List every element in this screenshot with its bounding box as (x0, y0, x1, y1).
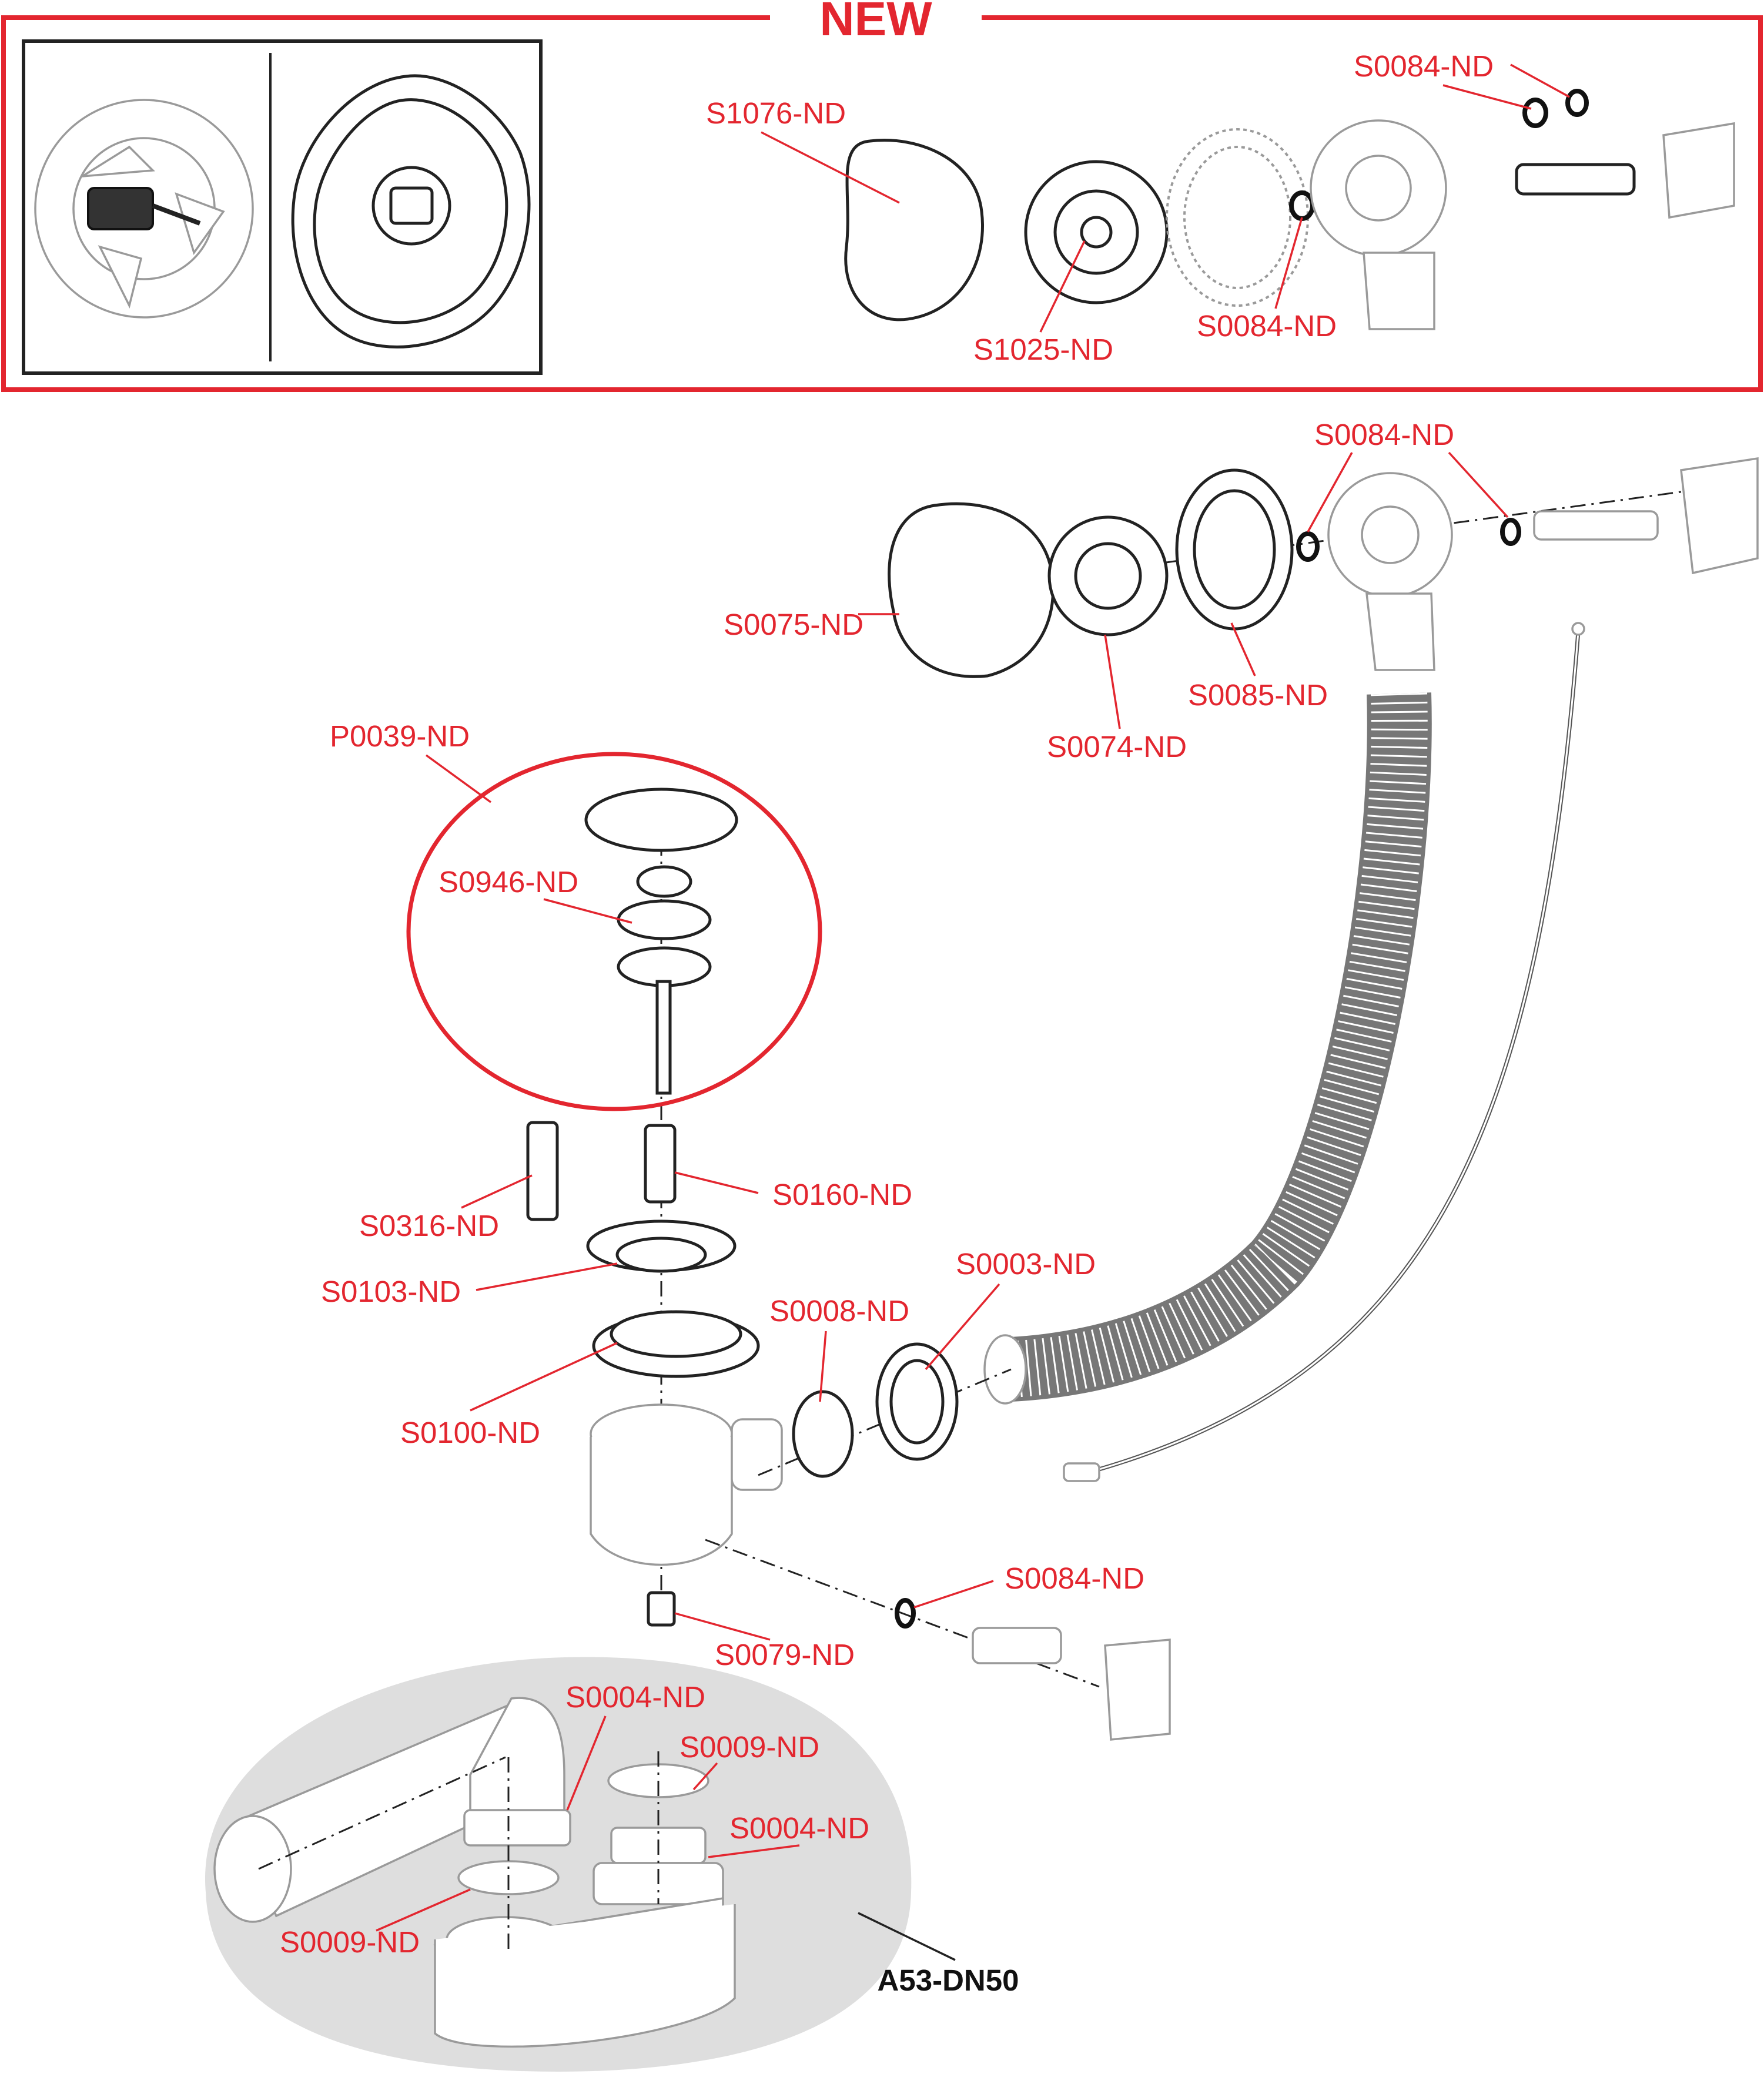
new-washer-s0084-top-b (1565, 89, 1589, 117)
label-s1076: S1076-ND (706, 96, 846, 130)
label-s0003: S0003-ND (956, 1247, 1096, 1281)
cover-cap-s0075 (888, 502, 1055, 678)
siphon-assembly: S0004-ND S0009-ND S0004-ND S0009-ND A53-… (205, 1657, 1019, 2072)
inset-grille-drawing (34, 99, 254, 319)
label-s0084-b: S0084-ND (1005, 1562, 1144, 1595)
label-s0009-b: S0009-ND (280, 1925, 420, 1959)
new-washer-s0084-top-a (1522, 98, 1548, 128)
label-s0075: S0075-ND (724, 608, 863, 641)
washer-s0084-c (895, 1598, 916, 1629)
label-s0004-b: S0004-ND (729, 1811, 869, 1845)
p0039-group-outline (406, 752, 822, 1111)
label-s0004-a: S0004-ND (565, 1680, 705, 1714)
new-washer-s0084-mid (1289, 190, 1315, 221)
label-s0009-a: S0009-ND (680, 1730, 819, 1764)
label-s0074: S0074-ND (1047, 730, 1187, 763)
label-s0084-top: S0084-ND (1354, 49, 1494, 83)
siphon-nut-s0004-a (463, 1809, 571, 1847)
siphon-model-label: A53-DN50 (878, 1964, 1019, 1997)
label-s0084-a: S0084-ND (1314, 418, 1454, 451)
label-s1025: S1025-ND (973, 333, 1113, 366)
label-s0316: S0316-ND (359, 1209, 499, 1242)
ring-s0008 (792, 1390, 854, 1478)
waste-body (590, 1403, 783, 1566)
label-s0079: S0079-ND (715, 1638, 855, 1671)
main-assembly: S0084-ND S0075-ND S0085-ND S0074-ND P003… (321, 418, 1759, 1741)
nut-s0079 (647, 1591, 676, 1627)
bowden-cable (1063, 622, 1585, 1482)
seal-s0946 (617, 899, 712, 940)
label-s0008: S0008-ND (769, 1294, 909, 1328)
new-banner-title: NEW (819, 0, 932, 46)
new-cover-cap-s1076 (844, 139, 984, 321)
label-s0160: S0160-ND (772, 1178, 912, 1211)
new-overflow-assembly (844, 89, 1735, 330)
detail-inset (22, 39, 543, 375)
label-s0085: S0085-ND (1188, 678, 1328, 712)
screw-s0316 (526, 1121, 559, 1221)
washer-s0084-b (1500, 518, 1521, 546)
label-s0100: S0100-ND (400, 1416, 540, 1449)
label-s0084-mid: S0084-ND (1197, 309, 1337, 343)
label-p0039: P0039-ND (330, 719, 470, 753)
label-s0946: S0946-ND (439, 865, 578, 899)
new-parts-panel: NEW (1, 0, 1763, 392)
plug-disc (584, 788, 738, 852)
washer-s0084-a (1296, 531, 1320, 562)
flexible-hose-s0003 (983, 692, 1432, 1405)
inset-knob-drawing (291, 74, 531, 349)
screw-s0160 (644, 1124, 677, 1204)
label-s0103: S0103-ND (321, 1275, 461, 1308)
